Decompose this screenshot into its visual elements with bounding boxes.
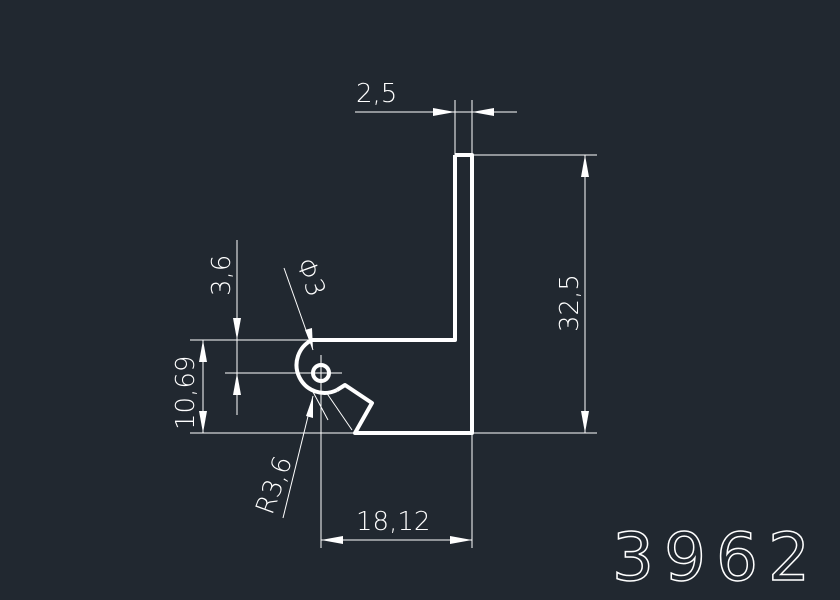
part-number: 3962	[612, 519, 820, 596]
dimension-diameter: Φ3	[283, 254, 331, 351]
dim-width-label: 18,12	[356, 507, 430, 537]
dimension-lower-height: 10,69	[171, 339, 355, 434]
dim-offset-label: 3,6	[207, 255, 237, 296]
dimension-radius: R3,6	[250, 395, 314, 518]
dimension-thickness: 2,5	[355, 79, 517, 155]
dim-diameter-label: Φ3	[289, 254, 331, 301]
dimension-height: 32,5	[472, 154, 597, 434]
dim-lower-height-label: 10,69	[171, 356, 201, 430]
dimension-width: 18,12	[321, 433, 473, 548]
center-lines	[225, 355, 353, 548]
dim-radius-label: R3,6	[250, 452, 299, 518]
profile-outline	[294, 153, 474, 435]
dim-height-label: 32,5	[555, 274, 585, 332]
dim-thickness-label: 2,5	[356, 79, 397, 109]
dimension-offset: 3,6	[207, 240, 241, 415]
